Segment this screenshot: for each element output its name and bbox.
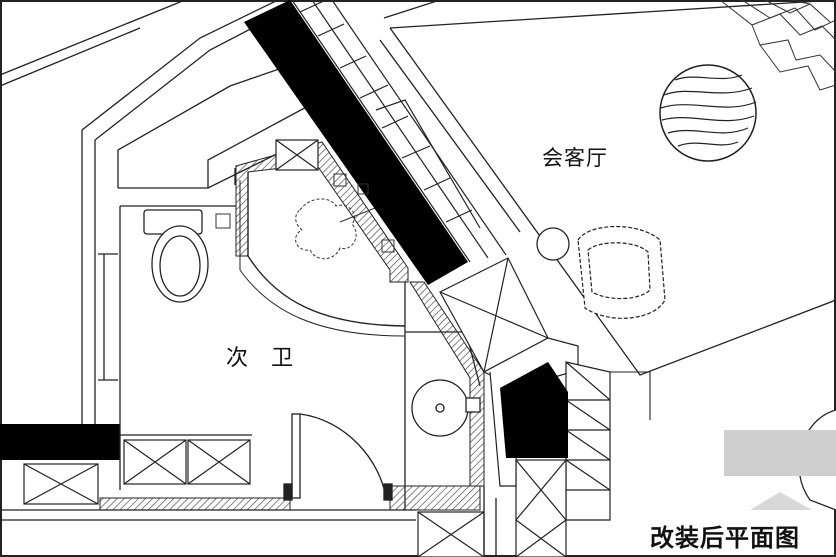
shower-screen <box>247 172 406 327</box>
plan-caption: 改装后平面图 <box>650 524 800 552</box>
room-label-guest-hall: 会客厅 <box>542 146 608 170</box>
bath-bottom-wall-2 <box>389 485 481 511</box>
wash-basin <box>411 379 481 437</box>
round-table <box>659 64 757 162</box>
diagonal-cabinet-strip <box>291 0 507 263</box>
armchair <box>577 225 666 319</box>
living-room-walls <box>379 0 836 376</box>
bath-bottom-wall <box>99 497 291 511</box>
bathroom-walls <box>98 205 481 510</box>
bath-door <box>283 413 393 501</box>
shower-head <box>215 173 395 260</box>
grey-arrow <box>750 492 812 510</box>
upper-wall-lines <box>0 0 313 427</box>
room-label-second-bathroom: 次 卫 <box>226 346 301 371</box>
stairs <box>719 0 836 91</box>
solid-wall-diagonal <box>244 0 468 285</box>
bath-cabinets <box>23 139 485 557</box>
shower-hatched-wall <box>235 141 409 283</box>
solid-wall-right <box>500 362 568 458</box>
solid-wall-left <box>0 424 120 460</box>
side-stool <box>536 227 570 261</box>
grey-marker <box>724 430 836 476</box>
toilet <box>143 209 209 303</box>
baseline <box>0 509 416 521</box>
